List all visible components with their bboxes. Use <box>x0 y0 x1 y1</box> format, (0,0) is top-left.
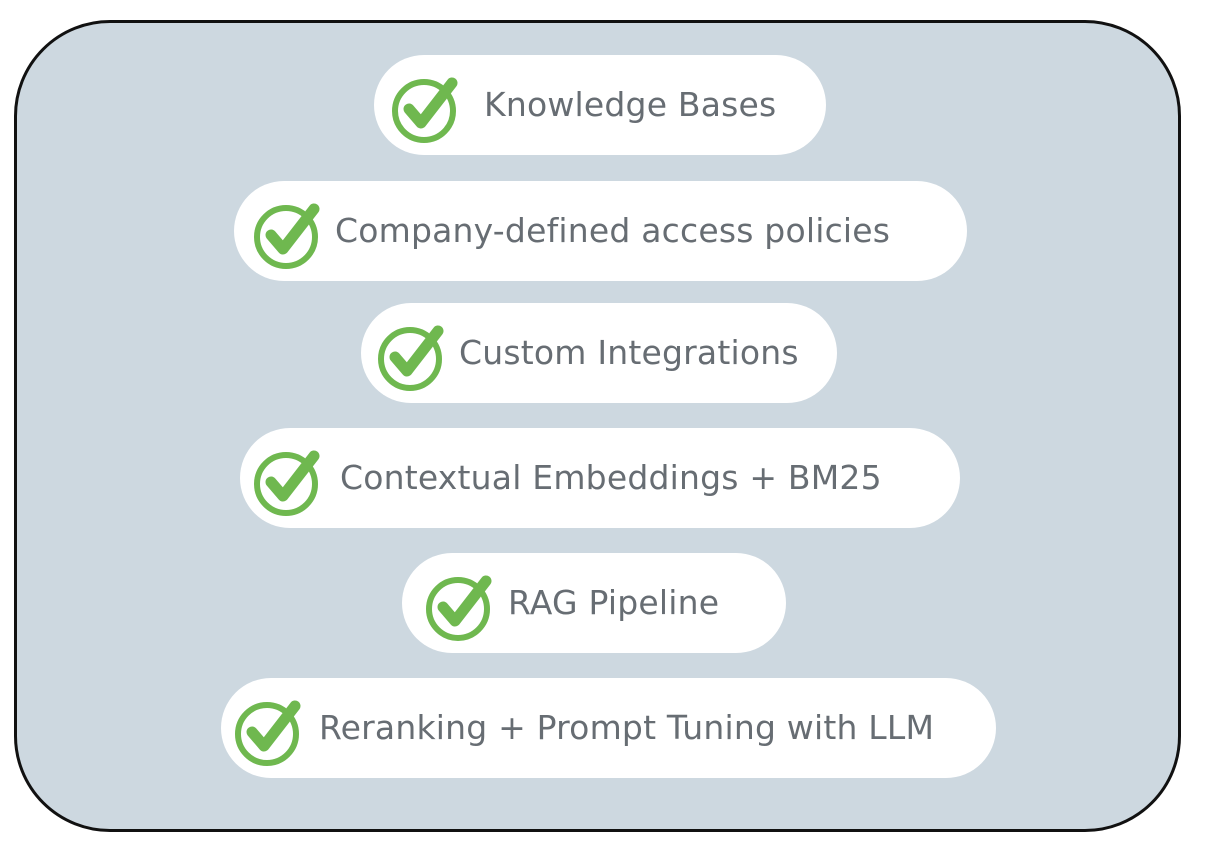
feature-label: Knowledge Bases <box>484 85 777 124</box>
feature-pill-contextual-embeddings: Contextual Embeddings + BM25 <box>240 428 960 528</box>
feature-label: RAG Pipeline <box>508 583 720 622</box>
check-circle-icon <box>392 77 458 143</box>
feature-pill-access-policies: Company-defined access policies <box>234 181 967 281</box>
check-circle-icon <box>378 325 444 391</box>
feature-pill-knowledge-bases: Knowledge Bases <box>374 55 826 155</box>
feature-label: Reranking + Prompt Tuning with LLM <box>319 708 935 747</box>
feature-label: Company-defined access policies <box>335 211 891 250</box>
check-circle-icon <box>254 450 320 516</box>
feature-label: Custom Integrations <box>459 333 799 372</box>
feature-pill-custom-integrations: Custom Integrations <box>361 303 837 403</box>
check-circle-icon <box>254 203 320 269</box>
check-circle-icon <box>426 575 492 641</box>
feature-label: Contextual Embeddings + BM25 <box>340 458 882 497</box>
check-circle-icon <box>235 700 301 766</box>
feature-pill-reranking: Reranking + Prompt Tuning with LLM <box>221 678 996 778</box>
feature-pill-rag-pipeline: RAG Pipeline <box>402 553 786 653</box>
